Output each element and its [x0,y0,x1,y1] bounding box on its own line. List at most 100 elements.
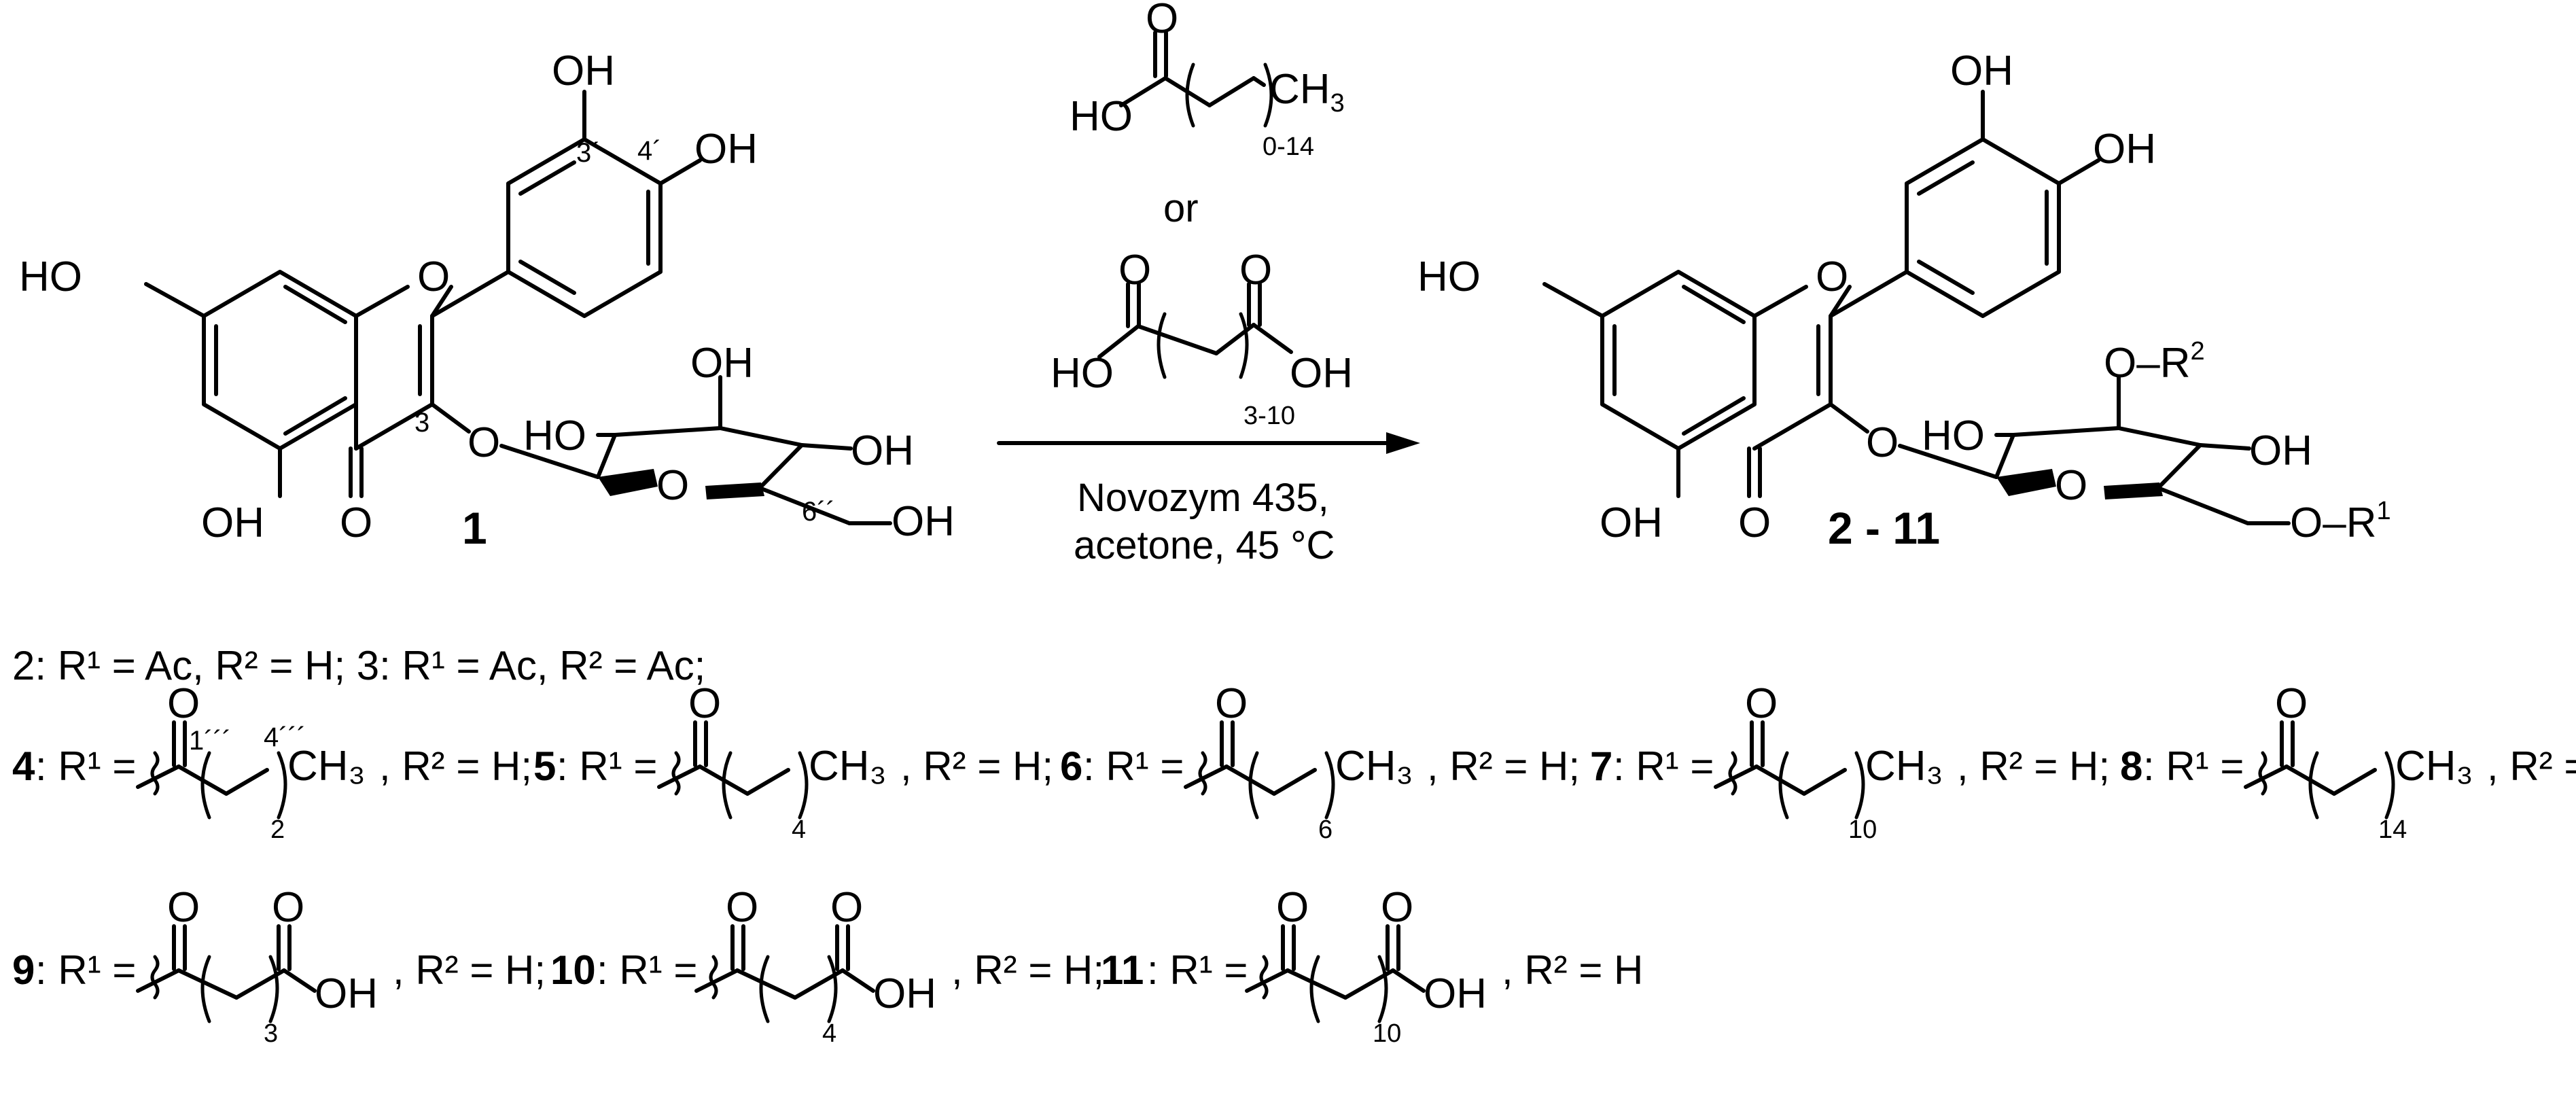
product-ho7: HO [1417,253,1481,300]
product-oh4p: OH [2093,126,2156,173]
fatty-acid-reagent [1119,31,1273,128]
r1-equals: : R¹ = [2143,743,2244,789]
repeat-count: 4 [822,1019,836,1048]
r2-h: , R² = H; [393,947,546,993]
reactant-o-link: O [467,419,500,466]
compound-number: 4 [12,743,35,789]
r2-h: , R² = H; [379,743,532,789]
carbonyl-o: O [167,680,200,727]
product-sugar-oh-right: OH [2249,427,2312,474]
r2-h: , R² = H; [1427,743,1580,789]
reactant-ho7: HO [19,253,82,300]
ch3: CH₃ [2395,743,2473,790]
r1-equals: : R¹ = [597,947,697,993]
r1-equals: : R¹ = [1147,947,1248,993]
bond [1714,765,1759,789]
acid-oh: OH [1424,970,1487,1017]
reactant-sugar-oh6: OH [892,498,955,545]
product-sugar-o: O [2055,462,2087,509]
compound-number: 7 [1590,743,1612,789]
diacid-ho: HO [1051,350,1114,397]
bond [136,765,181,789]
bond [735,968,797,1000]
repeat-bracket [1324,751,1335,820]
product-o-r1: O–R1 [2290,497,2391,546]
ch3: CH₃ [287,743,366,790]
compound-number: 11 [1101,947,1144,993]
repeat-count: 10 [1373,1019,1401,1048]
reactant-sugar-oh-right: OH [851,427,914,474]
repeat-bracket [722,751,733,820]
reactant-pos6pp: 6´´ [802,497,835,527]
bond [2244,765,2289,789]
ch3: CH₃ [1865,743,1943,790]
bond [136,968,181,993]
reaction-arrow [997,432,1420,454]
wavy-bond [1198,751,1207,796]
r1-equals: : R¹ = [1083,743,1184,789]
fatty-acid-ho: HO [1070,93,1133,140]
reactant-sugar-o: O [656,462,689,509]
reactant-sugar-ho: HO [523,412,586,459]
bond [1391,968,1426,993]
compound-number: 9 [12,947,35,993]
bond [2332,768,2377,796]
repeat-bracket [1309,955,1320,1023]
reactant-oh3p: OH [552,48,615,94]
product-oh3p: OH [1950,48,2013,94]
carbonyl-o: O [1215,680,1248,727]
reactant-pos4p: 4´ [637,136,662,166]
reactant-carbonyl-o: O [340,499,372,546]
product-oh5: OH [1600,499,1663,546]
repeat-bracket [798,751,809,820]
repeat-bracket [1377,955,1388,1023]
repeat-count: 2 [270,815,285,844]
repeat-bracket [200,751,211,820]
reactant-pos3p: 3´ [576,138,601,168]
fatty-acid-o: O [1146,0,1178,42]
r2-h: , R² = H; [951,947,1104,993]
product-o-r2: O–R2 [2104,337,2205,387]
wavy-bond [671,751,681,796]
diacid-o2: O [1239,247,1272,294]
repeat-bracket [268,955,279,1023]
bond [282,968,317,993]
bond [1184,765,1229,789]
r2-h: , R² = H [1502,947,1643,993]
substituent-line-2-3: 2: R¹ = Ac, R² = H; 3: R¹ = Ac, R² = Ac; [12,643,705,688]
pos-label: 4´´´ [264,722,306,752]
carbonyl-o: O [167,884,200,931]
repeat-bracket [277,751,287,820]
bond [1245,968,1290,993]
bond [224,768,269,796]
fatty-acid-ch3: CH3 [1269,66,1345,118]
carbonyl-o: O [726,884,758,931]
reactant-ring-o: O [417,253,450,300]
acid-oh: OH [315,970,378,1017]
wavy-bond [709,955,718,1000]
carbonyl-o: O [688,680,721,727]
fatty-acid-range: 0-14 [1263,133,1314,161]
reactant-oh4p: OH [694,126,758,173]
bond [1802,768,1847,796]
wavy-bond [2258,751,2268,796]
carbonyl-o: O [2275,680,2308,727]
reactant-number: 1 [462,503,487,553]
reactant-structure [144,90,892,525]
diacid-oh: OH [1290,350,1353,397]
repeat-bracket [827,955,838,1023]
repeat-bracket [759,955,770,1023]
compound-number: 6 [1060,743,1082,789]
compound-number: 10 [550,947,596,993]
pos-label: 1´´´ [189,726,231,756]
repeat-bracket [1778,751,1789,820]
diacid-o1: O [1118,247,1151,294]
reactant-oh5: OH [201,499,264,546]
bond [745,768,790,796]
